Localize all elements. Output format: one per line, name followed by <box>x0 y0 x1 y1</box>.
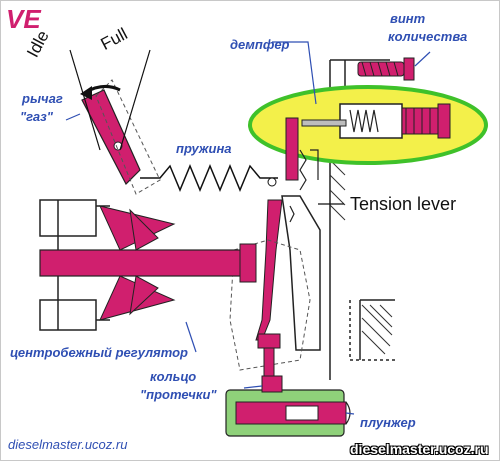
tension-lever-label: Tension lever <box>350 194 457 214</box>
throttle-lever-label: рычаг <box>22 91 63 106</box>
watermark-right: dieselmaster.ucoz.ru <box>350 441 489 457</box>
damper-assembly <box>272 41 451 139</box>
watermark-left: dieselmaster.ucoz.ru <box>8 437 128 452</box>
leak-ring-label-2: "протечки" <box>140 387 217 402</box>
tension-lever-body <box>229 195 344 371</box>
governor-spring <box>140 164 278 192</box>
linkage-top <box>285 117 319 191</box>
plunger <box>235 401 355 425</box>
quantity-screw-label: винт <box>390 11 426 26</box>
throttle-lever <box>65 49 161 195</box>
housing-hatch <box>329 159 393 355</box>
centrifugal-governor <box>39 199 257 353</box>
quantity-screw <box>357 51 431 81</box>
plunger-label: плунжер <box>360 415 416 430</box>
quantity-screw-label-2: количества <box>388 29 468 44</box>
highlight-ring <box>248 85 488 165</box>
damper-label: демпфер <box>230 37 290 52</box>
leak-ring-label: кольцо <box>150 369 197 384</box>
diagram-title: VE <box>6 4 41 34</box>
spring-label: пружина <box>176 141 232 156</box>
centrifugal-governor-label: центробежный регулятор <box>10 345 188 360</box>
throttle-lever-label-2: "газ" <box>20 109 53 124</box>
